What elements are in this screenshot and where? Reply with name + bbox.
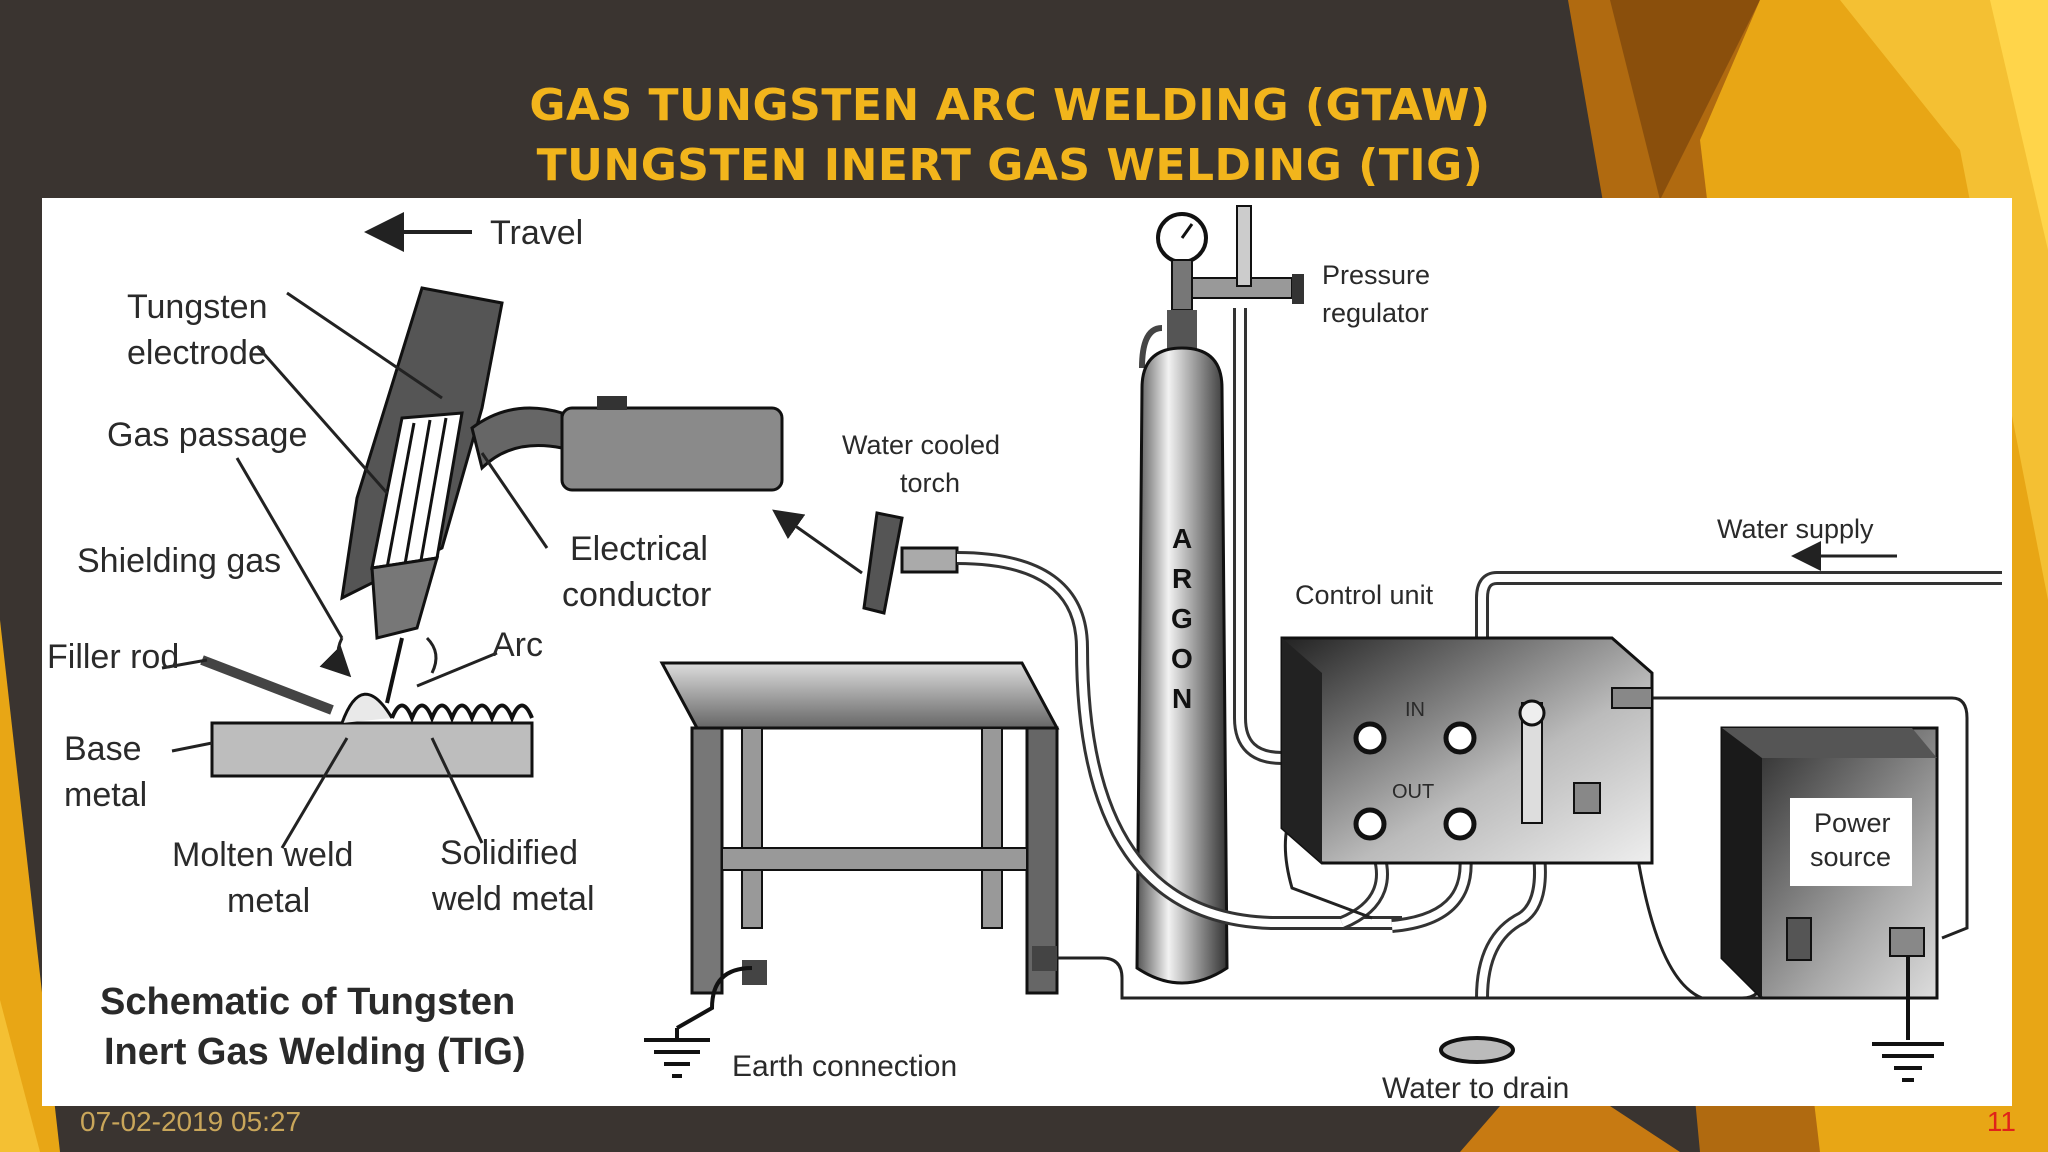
travel-label: Travel [490, 214, 583, 252]
arc-label: Arc [492, 626, 543, 664]
argon-letters: A R G O N [1171, 523, 1193, 714]
shielding-gas-label: Shielding gas [77, 542, 281, 580]
power-label: Power [1814, 808, 1891, 838]
filler-rod-label: Filler rod [47, 638, 179, 676]
water-supply-label: Water supply [1717, 514, 1874, 544]
earth-connection-label: Earth connection [732, 1050, 957, 1083]
svg-text:O: O [1171, 643, 1193, 674]
electrode-label: electrode [127, 334, 267, 372]
slide-date: 07-02-2019 05:27 [80, 1106, 302, 1137]
svg-text:N: N [1172, 683, 1192, 714]
pressure-label: Pressure [1322, 260, 1430, 290]
schematic-caption-line-2: Inert Gas Welding (TIG) [104, 1031, 526, 1073]
argon-cylinder: A R G O N Pressure regulator [1135, 205, 1430, 985]
control-unit-label: Control unit [1295, 580, 1434, 610]
work-table [659, 661, 1060, 995]
electrical-label: Electrical [570, 530, 708, 568]
gas-passage-label: Gas passage [107, 416, 307, 454]
tig-welding-diagram: Travel Tungsten electrode Gas passage Sh… [47, 205, 2002, 1105]
regulator-label: regulator [1322, 298, 1429, 328]
svg-text:G: G [1171, 603, 1193, 634]
svg-text:R: R [1172, 563, 1192, 594]
source-label: source [1810, 842, 1891, 872]
in-label: IN [1405, 699, 1425, 721]
tungsten-label: Tungsten [127, 288, 268, 326]
torch-cross-section: Travel Tungsten electrode Gas passage Sh… [47, 212, 784, 920]
weld-metal-label: weld metal [431, 880, 595, 918]
solidified-label: Solidified [440, 834, 578, 872]
torch-label: torch [900, 468, 960, 498]
conductor-label: conductor [562, 576, 711, 614]
schematic-caption-line-1: Schematic of Tungsten [100, 981, 515, 1023]
water-to-drain-label: Water to drain [1382, 1072, 1569, 1105]
molten-metal-label: metal [227, 882, 310, 920]
control-unit: IN OUT Control unit Water supply [1280, 514, 1897, 865]
base-label: Base [64, 730, 142, 768]
svg-text:A: A [1172, 523, 1192, 554]
title-line-2: TUNGSTEN INERT GAS WELDING (TIG) [536, 140, 1484, 191]
title-line-1: GAS TUNGSTEN ARC WELDING (GTAW) [529, 80, 1491, 131]
base-metal-label: metal [64, 776, 147, 814]
diagram-panel: Travel Tungsten electrode Gas passage Sh… [42, 198, 2012, 1106]
slide-page-number: 11 [1986, 1106, 2016, 1137]
earth-grounds [644, 956, 1944, 1082]
power-source: Power source [1720, 726, 1939, 1000]
out-label: OUT [1392, 781, 1434, 803]
water-cooled-label: Water cooled [842, 430, 1000, 460]
water-cooled-torch: Water cooled torch [772, 430, 1000, 615]
molten-weld-label: Molten weld [172, 836, 353, 874]
